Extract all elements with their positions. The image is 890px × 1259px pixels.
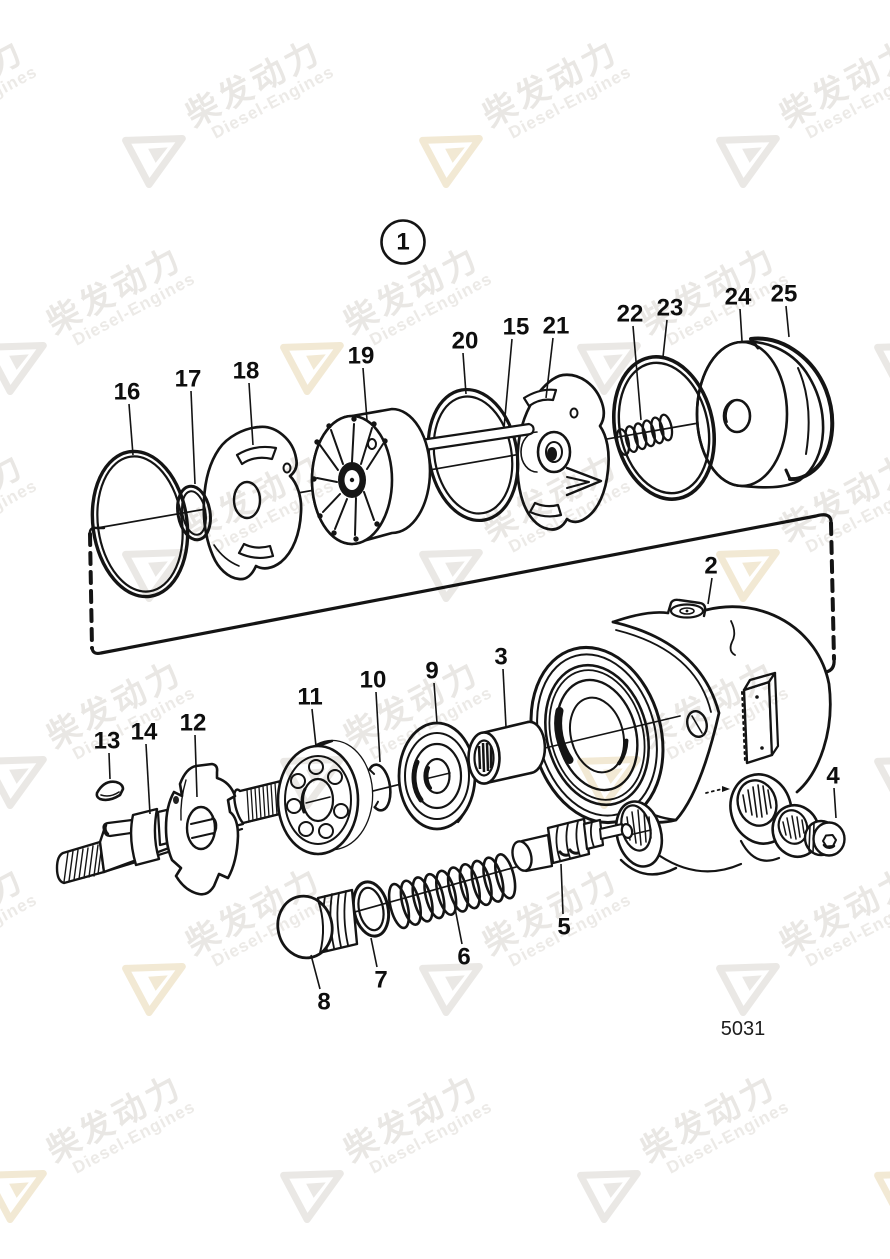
rotor-vane-slots: [316, 423, 384, 536]
part-callout-17: 17: [175, 366, 202, 393]
part-callout-5: 5: [557, 914, 570, 941]
leader-line-5: [560, 863, 564, 915]
part-4-plug: [803, 819, 846, 857]
part-11-ball-bearing: [276, 739, 374, 856]
leader-line-6: [453, 902, 463, 945]
drawing-number: 5031: [721, 1018, 766, 1040]
part-callout-6: 6: [457, 944, 470, 971]
part-callout-25: 25: [771, 281, 798, 308]
part-callout-13: 13: [94, 728, 121, 755]
part-6-valve-spring: [387, 853, 517, 930]
part-callout-8: 8: [317, 989, 330, 1016]
part-24-end-cover: [695, 340, 825, 489]
part-callout-18: 18: [233, 358, 260, 385]
assembly-callout-circle: [380, 219, 426, 265]
part-5-valve-spool: [511, 817, 634, 873]
part-callout-11: 11: [297, 684, 322, 711]
part-20-o-ring: [426, 387, 520, 523]
part-22-valve-spring: [615, 413, 674, 456]
leader-line-16: [128, 403, 134, 456]
part-callout-14: 14: [131, 719, 158, 746]
part-callout-3: 3: [494, 644, 507, 671]
part-callout-1: 1: [396, 229, 409, 256]
part-9-bearing: [397, 721, 477, 831]
part-callout-24: 24: [725, 284, 752, 311]
leader-line-14: [145, 743, 151, 815]
leader-line-3: [502, 668, 507, 728]
leader-line-7: [370, 937, 378, 968]
leader-line-23: [662, 319, 668, 358]
part-19-rotor: [310, 407, 432, 546]
needle-rollers: [477, 742, 493, 773]
leader-line-2: [707, 577, 713, 605]
part-2-pump-housing: [529, 598, 832, 876]
leader-line-18: [248, 382, 254, 446]
part-callout-9: 9: [425, 658, 438, 685]
part-callout-2: 2: [704, 553, 717, 580]
part-21-pressure-plate: [516, 373, 610, 531]
leader-line-15: [503, 338, 513, 429]
part-18-cam-ring: [202, 425, 303, 581]
part-25-retaining-ring: [749, 336, 835, 482]
part-callout-19: 19: [348, 343, 375, 370]
part-12-retainer-plate: [164, 762, 240, 896]
part-callout-22: 22: [617, 301, 644, 328]
part-callout-23: 23: [657, 295, 684, 322]
part-callout-21: 21: [543, 313, 570, 340]
part-callout-4: 4: [826, 763, 840, 790]
part-callout-16: 16: [114, 379, 141, 406]
part-10-circlip: [368, 763, 392, 812]
leader-line-12: [194, 734, 198, 798]
housing-suction-port: [614, 800, 678, 876]
part-callout-20: 20: [452, 328, 479, 355]
leader-line-13: [108, 752, 111, 780]
leader-line-24: [739, 308, 743, 342]
part-17-o-ring: [176, 484, 212, 542]
leader-line-25: [785, 305, 790, 338]
leader-line-10: [375, 691, 381, 763]
part-callout-15: 15: [503, 314, 530, 341]
part-callout-10: 10: [360, 667, 387, 694]
leader-line-8: [310, 954, 321, 990]
leader-line-19: [362, 367, 368, 421]
part-callout-7: 7: [374, 967, 387, 994]
rotor-vane-pins: [311, 416, 388, 542]
leader-line-11: [311, 708, 317, 747]
part-8-plug: [276, 888, 359, 960]
leader-line-17: [190, 390, 196, 485]
leader-line-9: [433, 682, 438, 724]
shaft-thread-hatching: [63, 843, 103, 883]
leader-line-21: [545, 337, 554, 399]
part-13-key: [95, 780, 125, 802]
part-callout-12: 12: [180, 710, 207, 737]
leader-line-4: [833, 787, 837, 819]
leader-line-20: [462, 352, 467, 395]
part-3-needle-bushing: [467, 720, 547, 785]
